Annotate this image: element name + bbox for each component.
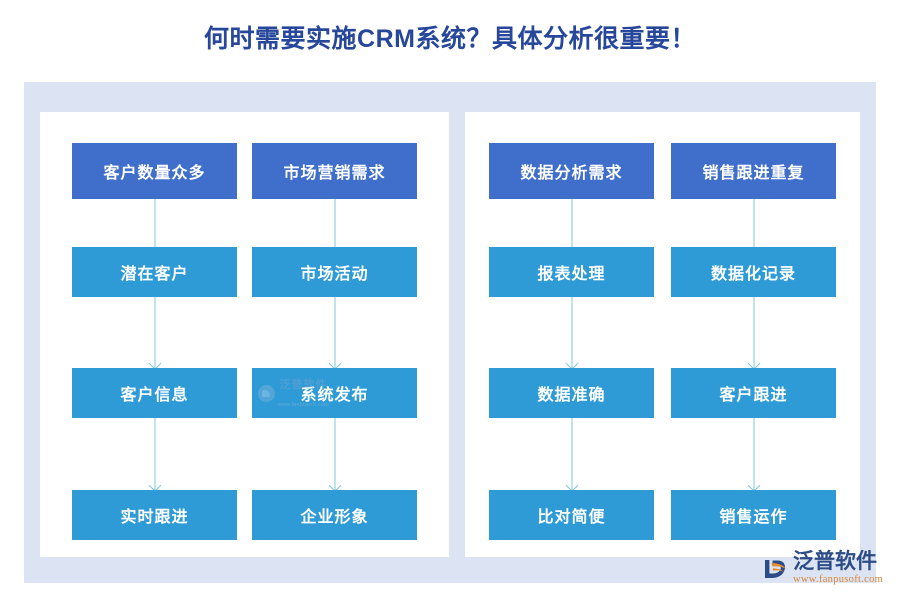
arrow-down-icon — [334, 418, 335, 490]
arrow-down-icon — [154, 418, 155, 490]
node-step-market-activity[interactable]: 市场活动 — [252, 247, 417, 297]
arrow-down-icon — [571, 297, 572, 368]
column-marketing-demand: 市场营销需求 市场活动 泛普软件 www.fanpusoft.com 系统发布 — [252, 143, 417, 540]
node-head-marketing-demand[interactable]: 市场营销需求 — [252, 143, 417, 199]
arrow-down-icon — [334, 199, 335, 247]
node-step-system-release[interactable]: 泛普软件 www.fanpusoft.com 系统发布 — [252, 368, 417, 418]
arrow-down-icon — [753, 418, 754, 490]
brand-text: 泛普软件 www.fanpusoft.com — [793, 551, 883, 586]
brand-logo: 泛普软件 www.fanpusoft.com — [762, 551, 883, 586]
page-title: 何时需要实施CRM系统？具体分析很重要！ — [204, 25, 696, 53]
connector-gap — [72, 418, 237, 490]
arrow-down-icon — [154, 199, 155, 247]
connector-gap — [671, 199, 836, 247]
node-step-customer-followup[interactable]: 客户跟进 — [671, 368, 836, 418]
connector-gap — [72, 297, 237, 368]
node-step-potential-customer[interactable]: 潜在客户 — [72, 247, 237, 297]
node-head-data-analysis[interactable]: 数据分析需求 — [489, 143, 654, 199]
node-step-easy-comparison[interactable]: 比对简便 — [489, 490, 654, 540]
brand-url: www.fanpusoft.com — [793, 574, 884, 585]
node-step-realtime-followup[interactable]: 实时跟进 — [72, 490, 237, 540]
node-step-sales-operation[interactable]: 销售运作 — [671, 490, 836, 540]
node-head-customer-volume[interactable]: 客户数量众多 — [72, 143, 237, 199]
connector-gap — [252, 297, 417, 368]
node-step-data-accuracy[interactable]: 数据准确 — [489, 368, 654, 418]
column-data-analysis: 数据分析需求 报表处理 数据准确 比对简便 — [489, 143, 654, 540]
node-step-digital-records[interactable]: 数据化记录 — [671, 247, 836, 297]
connector-gap — [671, 418, 836, 490]
column-sales-followup: 销售跟进重复 数据化记录 客户跟进 销售运作 — [671, 143, 836, 540]
node-step-enterprise-image[interactable]: 企业形象 — [252, 490, 417, 540]
arrow-down-icon — [154, 297, 155, 368]
connector-gap — [489, 418, 654, 490]
arrow-down-icon — [753, 199, 754, 247]
connector-gap — [252, 418, 417, 490]
left-panel: 客户数量众多 潜在客户 客户信息 实时跟进 市场营销需求 市场活动 — [40, 112, 449, 557]
node-step-customer-info[interactable]: 客户信息 — [72, 368, 237, 418]
arrow-down-icon — [753, 297, 754, 368]
swoosh-icon — [258, 384, 275, 402]
brand-name: 泛普软件 — [793, 550, 877, 573]
connector-gap — [489, 199, 654, 247]
connector-gap — [489, 297, 654, 368]
arrow-down-icon — [571, 199, 572, 247]
column-customer-volume: 客户数量众多 潜在客户 客户信息 实时跟进 — [72, 143, 237, 540]
arrow-down-icon — [571, 418, 572, 490]
connector-gap — [72, 199, 237, 247]
diagram-frame: 客户数量众多 潜在客户 客户信息 实时跟进 市场营销需求 市场活动 — [24, 82, 876, 583]
node-head-sales-followup[interactable]: 销售跟进重复 — [671, 143, 836, 199]
swoosh-icon — [762, 556, 788, 582]
connector-gap — [671, 297, 836, 368]
node-label: 系统发布 — [300, 387, 369, 404]
node-step-report-processing[interactable]: 报表处理 — [489, 247, 654, 297]
right-panel: 数据分析需求 报表处理 数据准确 比对简便 销售跟进重复 数据化记录 — [465, 112, 860, 557]
connector-gap — [252, 199, 417, 247]
arrow-down-icon — [334, 297, 335, 368]
